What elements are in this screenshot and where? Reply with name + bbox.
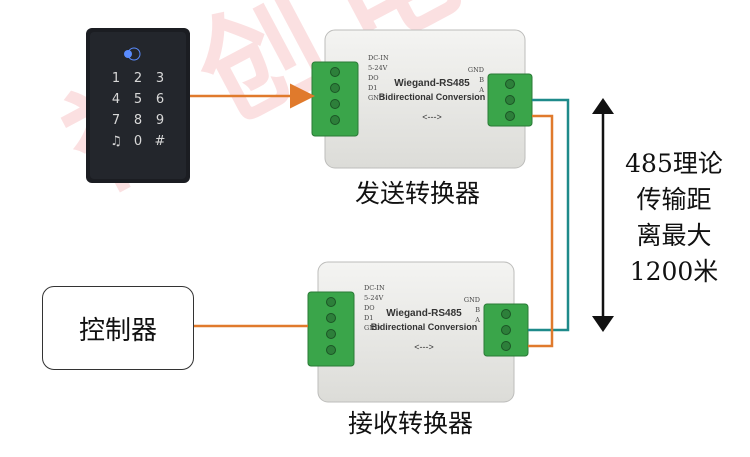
terminal-screw xyxy=(501,309,511,319)
sender-right-pins: GND BA xyxy=(468,66,515,121)
keypad-key: # xyxy=(155,134,166,149)
pin-label: B xyxy=(479,76,484,84)
distance-line: 传输距 xyxy=(636,185,712,214)
rs485-b-wire xyxy=(528,98,570,332)
terminal-screw xyxy=(501,341,511,351)
pin-label: GND xyxy=(364,324,380,332)
controller-box: 控制器 xyxy=(42,286,194,370)
pin-label: D1 xyxy=(368,84,377,92)
pin-label: GND xyxy=(464,296,480,304)
keypad-key: ♫ xyxy=(110,134,122,149)
distance-line: 1200米 xyxy=(629,257,719,286)
distance-line: 离最大 xyxy=(636,221,712,250)
keypad-key: 0 xyxy=(134,134,142,149)
distance-line: 485理论 xyxy=(625,149,723,178)
terminal-screw xyxy=(326,329,336,339)
controller-label: 控制器 xyxy=(78,315,157,346)
sender-model: Wiegand-RS485 xyxy=(394,78,470,89)
sender-arrow-text: <---> xyxy=(422,112,442,122)
terminal-screw xyxy=(501,325,511,335)
terminal-screw xyxy=(330,115,340,125)
terminal-screw xyxy=(330,83,340,93)
terminal-screw xyxy=(326,297,336,307)
sender-subtitle: Bidirectional Conversion xyxy=(379,92,486,102)
sender-converter: Wiegand-RS485 Bidirectional Conversion <… xyxy=(311,29,533,169)
pin-label: GND xyxy=(368,94,384,102)
receiver-converter: Wiegand-RS485 Bidirectional Conversion <… xyxy=(307,261,529,403)
terminal-screw xyxy=(505,95,515,105)
rs485-a-wire xyxy=(528,114,554,348)
pin-label: DO xyxy=(368,74,379,82)
terminal-screw xyxy=(326,345,336,355)
receiver-right-pins: GND BA xyxy=(464,296,511,351)
pin-label: 5-24V xyxy=(368,64,388,72)
pin-label: 5-24V xyxy=(364,294,384,302)
keypad-key: 2 xyxy=(134,71,142,86)
pin-label: DC-IN xyxy=(368,54,389,62)
keypad-key: 3 xyxy=(156,71,164,86)
pin-label: A xyxy=(474,316,480,324)
distance-note: 485理论 传输距 离最大 1200米 xyxy=(614,146,734,290)
pin-label: D1 xyxy=(364,314,373,322)
sender-caption: 发送转换器 xyxy=(355,179,481,208)
receiver-arrow-text: <---> xyxy=(414,342,434,352)
pin-label: DO xyxy=(364,304,375,312)
keypad-key: 6 xyxy=(156,92,164,107)
pin-label: DC-IN xyxy=(364,284,385,292)
pin-label: A xyxy=(478,86,484,94)
terminal-screw xyxy=(330,67,340,77)
terminal-screw xyxy=(505,111,515,121)
terminal-screw xyxy=(505,79,515,89)
terminal-screw xyxy=(326,313,336,323)
keypad-key: 4 xyxy=(112,92,120,107)
keypad-key: 1 xyxy=(112,71,120,86)
receiver-caption: 接收转换器 xyxy=(348,409,474,438)
distance-arrow xyxy=(592,98,614,332)
keypad-key: 8 xyxy=(134,113,142,128)
receiver-model: Wiegand-RS485 xyxy=(386,308,462,319)
receiver-subtitle: Bidirectional Conversion xyxy=(371,322,478,332)
keypad-key: 7 xyxy=(112,113,120,128)
keypad-key: 5 xyxy=(134,92,142,107)
pin-label: GND xyxy=(468,66,484,74)
terminal-screw xyxy=(330,99,340,109)
keypad-key: 9 xyxy=(156,113,164,128)
pin-label: B xyxy=(475,306,480,314)
